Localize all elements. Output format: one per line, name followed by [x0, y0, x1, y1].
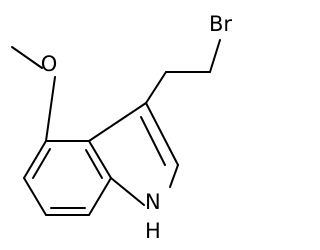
- methoxy-group: O: [11, 46, 58, 142]
- bond: [88, 140, 112, 179]
- chemical-structure-diagram: O Br N H: [11, 12, 232, 243]
- nh-group: N H: [145, 190, 161, 243]
- bond: [23, 177, 47, 216]
- benzene-ring: [23, 140, 112, 216]
- bond: [110, 177, 145, 206]
- bond: [169, 164, 179, 188]
- pyrrole-ring: [88, 102, 179, 206]
- bond: [88, 177, 112, 216]
- oxygen-atom-label: O: [41, 52, 58, 76]
- bond: [209, 39, 221, 73]
- hydrogen-atom-label: H: [145, 219, 161, 243]
- bond: [11, 46, 43, 69]
- bond: [23, 140, 47, 179]
- bond: [145, 102, 179, 166]
- bromine-atom-label: Br: [209, 12, 232, 36]
- nitrogen-atom-label: N: [145, 190, 161, 214]
- double-bond-inner: [140, 116, 166, 166]
- bromoethyl-chain: Br: [145, 12, 232, 104]
- bond: [145, 71, 167, 104]
- double-bond-inner: [85, 149, 103, 179]
- bond: [45, 76, 56, 142]
- bond: [88, 102, 147, 142]
- double-bond-inner: [32, 148, 51, 179]
